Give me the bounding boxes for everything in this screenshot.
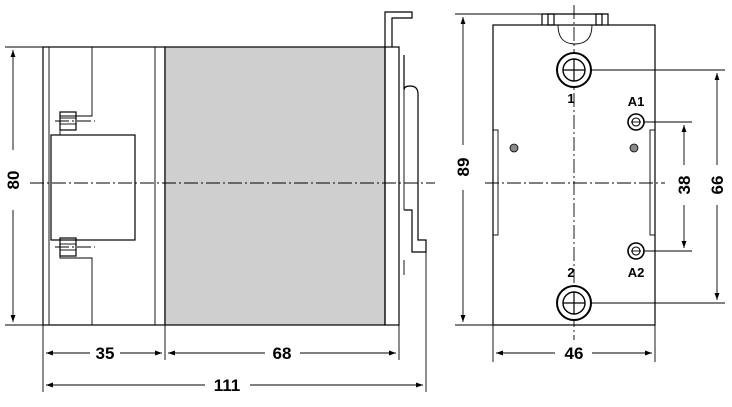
terminal-2-screw — [556, 285, 592, 321]
side-view — [30, 11, 435, 326]
dim-end-width: 46 — [565, 344, 584, 363]
terminal-a1-screw — [627, 113, 645, 131]
dim-end-height: 89 — [454, 158, 473, 177]
indicator-dot-left — [509, 143, 519, 153]
dim-overall-width: 111 — [214, 376, 241, 395]
end-view: 1 2 A1 A2 — [485, 5, 665, 340]
din-clip-top — [384, 11, 413, 47]
back-plate — [384, 46, 400, 326]
dim-terminal-spacing-outer: 66 — [708, 176, 727, 195]
label-terminal-a2: A2 — [628, 265, 645, 280]
dim-terminal-spacing-inner: 38 — [675, 176, 694, 195]
center-knob — [50, 134, 136, 241]
label-terminal-2: 2 — [567, 265, 574, 280]
dim-side-height: 80 — [4, 171, 23, 190]
screw-top-side — [55, 111, 95, 131]
dim-front-width: 35 — [96, 344, 115, 363]
label-terminal-a1: A1 — [628, 94, 645, 109]
din-rail — [403, 55, 427, 253]
indicator-dot-right — [629, 143, 639, 153]
relay-body — [164, 46, 386, 326]
terminal-a2-screw — [627, 242, 645, 260]
screw-bottom-side — [55, 237, 95, 257]
front-flange — [42, 46, 166, 326]
side-dimensions: 80 35 68 111 — [4, 46, 427, 395]
end-top-clip — [541, 13, 609, 25]
end-dimensions: 89 66 38 46 — [454, 13, 727, 363]
label-terminal-1: 1 — [567, 91, 574, 106]
terminal-1-screw — [556, 52, 592, 88]
dim-body-width: 68 — [273, 344, 292, 363]
